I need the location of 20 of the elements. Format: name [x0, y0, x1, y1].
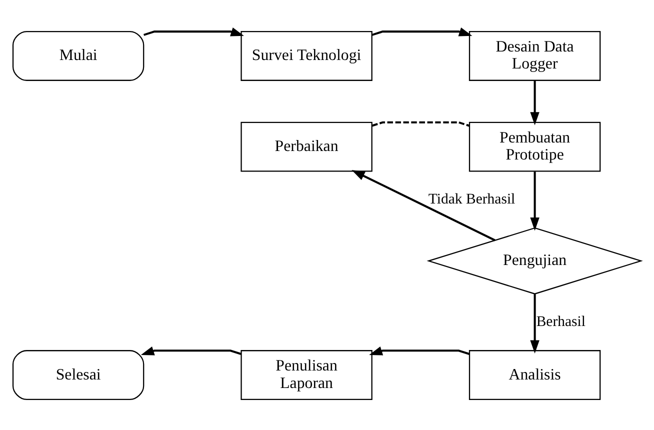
node-box: Pembuatan Prototipe [468, 121, 601, 172]
arrow [530, 171, 540, 230]
arrow [352, 170, 496, 241]
arrow [372, 26, 472, 36]
arrow [530, 294, 540, 353]
node-box: Analisis [468, 350, 601, 400]
node-box: Survei Teknologi [240, 30, 372, 80]
edge-label: Tidak Berhasil [428, 190, 516, 207]
connector [372, 120, 470, 126]
arrow [530, 80, 540, 125]
node-box: Selesai [12, 350, 144, 400]
node-box: Mulai [12, 30, 144, 80]
arrow [369, 346, 470, 355]
node-box: Penulisan Laporan [240, 350, 372, 400]
node-box: Desain Data Logger [468, 30, 601, 80]
node-box: Perbaikan [240, 121, 372, 172]
arrow [144, 26, 244, 36]
arrow [140, 346, 242, 355]
edge-label: Berhasil [536, 314, 586, 330]
node-diamond: Pengujian [426, 226, 643, 294]
